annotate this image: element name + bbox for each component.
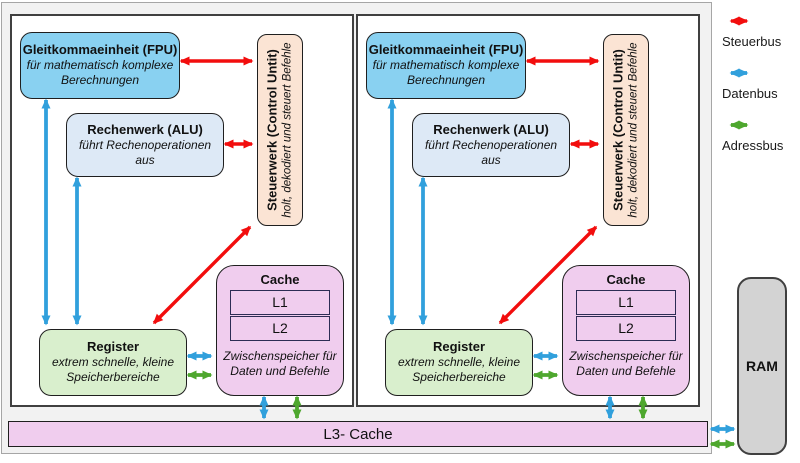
legend-label-adressbus: Adressbus [722, 138, 784, 153]
ram-block: RAM [737, 277, 787, 455]
control-unit-vertical-text: Steuerwerk (Control Untit) holt, dekodie… [265, 34, 296, 226]
register-block: Register extrem schnelle, kleine Speiche… [39, 329, 187, 396]
register-title: Register [86, 339, 140, 355]
fpu-title: Gleitkommaeinheit (FPU) [368, 42, 524, 58]
register-subtitle: extrem schnelle, kleine Speicherbereiche [397, 355, 521, 385]
cache-l2: L2 [230, 315, 330, 341]
l3-cache-bar: L3- Cache [8, 421, 708, 447]
ram-label: RAM [746, 358, 778, 374]
fpu-block: Gleitkommaeinheit (FPU) für mathematisch… [366, 32, 526, 99]
control-unit-subtitle: holt, dekodiert und steuert Befehle [281, 42, 294, 218]
alu-block: Rechenwerk (ALU) führt Rechenoperationen… [66, 113, 224, 177]
register-block: Register extrem schnelle, kleine Speiche… [385, 329, 533, 396]
cpu-core-2: Gleitkommaeinheit (FPU) für mathematisch… [356, 14, 700, 407]
alu-title: Rechenwerk (ALU) [87, 121, 203, 137]
legend-item-adressbus: Adressbus [722, 118, 783, 153]
fpu-subtitle: für mathematisch komplexe Berechnungen [26, 58, 174, 88]
legend-label-datenbus: Datenbus [722, 86, 778, 101]
bus-legend: Steuerbus Datenbus [722, 14, 783, 170]
register-subtitle: extrem schnelle, kleine Speicherbereiche [51, 355, 175, 385]
cache-l2: L2 [576, 315, 676, 341]
fpu-block: Gleitkommaeinheit (FPU) für mathematisch… [20, 32, 180, 99]
fpu-subtitle: für mathematisch komplexe Berechnungen [372, 58, 520, 88]
cache-subtitle: Zwischenspeicher für Daten und Befehle [569, 348, 683, 379]
datenbus-arrow-icon [729, 68, 749, 78]
cache-l1: L1 [230, 289, 330, 315]
l3-cache-label: L3- Cache [323, 425, 393, 443]
alu-subtitle: führt Rechenoperationen aus [424, 137, 558, 167]
control-unit-title: Steuerwerk (Control Untit) [610, 49, 626, 211]
cpu-core-1: Gleitkommaeinheit (FPU) für mathematisch… [10, 14, 354, 407]
legend-label-steuerbus: Steuerbus [722, 34, 782, 49]
register-title: Register [432, 339, 486, 355]
control-unit-vertical-text: Steuerwerk (Control Untit) holt, dekodie… [611, 34, 642, 226]
cache-title: Cache [606, 272, 646, 287]
steuerbus-arrow-icon [729, 16, 749, 26]
cache-block: Cache L1 L2 Zwischenspeicher für Daten u… [562, 265, 690, 396]
control-unit-block: Steuerwerk (Control Untit) holt, dekodie… [257, 34, 303, 226]
control-unit-subtitle: holt, dekodiert und steuert Befehle [627, 42, 640, 218]
legend-item-datenbus: Datenbus [722, 66, 783, 101]
alu-subtitle: führt Rechenoperationen aus [78, 137, 212, 167]
alu-title: Rechenwerk (ALU) [433, 121, 549, 137]
alu-block: Rechenwerk (ALU) führt Rechenoperationen… [412, 113, 570, 177]
control-unit-block: Steuerwerk (Control Untit) holt, dekodie… [603, 34, 649, 226]
legend-item-steuerbus: Steuerbus [722, 14, 783, 49]
control-unit-title: Steuerwerk (Control Untit) [264, 49, 280, 211]
fpu-title: Gleitkommaeinheit (FPU) [22, 42, 178, 58]
cache-subtitle: Zwischenspeicher für Daten und Befehle [223, 348, 337, 379]
cache-title: Cache [260, 272, 300, 287]
cache-l1: L1 [576, 289, 676, 315]
cache-block: Cache L1 L2 Zwischenspeicher für Daten u… [216, 265, 344, 396]
adressbus-arrow-icon [729, 120, 749, 130]
